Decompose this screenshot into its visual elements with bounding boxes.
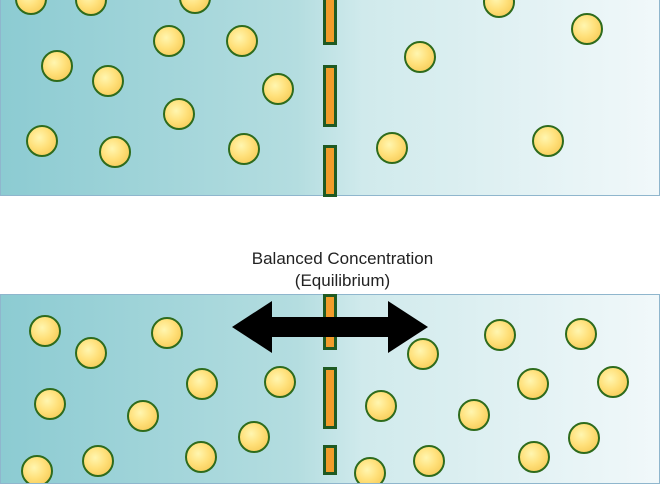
solute-particle — [404, 41, 436, 73]
solute-particle — [264, 366, 296, 398]
double-arrow-icon — [232, 301, 428, 353]
membrane-segment — [323, 65, 337, 127]
solute-particle — [92, 65, 124, 97]
solute-particle — [354, 457, 386, 483]
solute-particle — [179, 0, 211, 14]
membrane-segment — [323, 367, 337, 429]
solute-particle — [151, 317, 183, 349]
caption-subtitle: (Equilibrium) — [294, 271, 391, 290]
solute-particle — [163, 98, 195, 130]
solute-particle — [238, 421, 270, 453]
arrow-shape — [232, 301, 428, 353]
solute-particle — [15, 0, 47, 15]
solute-particle — [185, 441, 217, 473]
solute-particle — [29, 315, 61, 347]
solute-particle — [262, 73, 294, 105]
solute-particle — [75, 0, 107, 16]
solute-particle — [75, 337, 107, 369]
solute-particle — [376, 132, 408, 164]
solute-particle — [26, 125, 58, 157]
solute-particle — [186, 368, 218, 400]
solute-particle — [517, 368, 549, 400]
solute-particle — [565, 318, 597, 350]
solute-particle — [365, 390, 397, 422]
solute-particle — [597, 366, 629, 398]
solute-particle — [127, 400, 159, 432]
solute-particle — [532, 125, 564, 157]
caption-title: Balanced Concentration — [251, 249, 434, 268]
solute-particle — [483, 0, 515, 18]
solute-particle — [34, 388, 66, 420]
solute-particle — [41, 50, 73, 82]
solute-particle — [571, 13, 603, 45]
solute-particle — [407, 338, 439, 370]
solute-particle — [99, 136, 131, 168]
solute-particle — [568, 422, 600, 454]
membrane-segment — [323, 445, 337, 475]
membrane-segment — [323, 145, 337, 197]
solute-particle — [153, 25, 185, 57]
solute-particle — [226, 25, 258, 57]
solute-particle — [228, 133, 260, 165]
solute-particle — [458, 399, 490, 431]
solute-particle — [484, 319, 516, 351]
solute-particle — [413, 445, 445, 477]
solute-particle — [82, 445, 114, 477]
membrane-segment — [323, 0, 337, 45]
equilibrium-caption: Balanced Concentration (Equilibrium) — [200, 248, 485, 292]
solute-particle — [518, 441, 550, 473]
